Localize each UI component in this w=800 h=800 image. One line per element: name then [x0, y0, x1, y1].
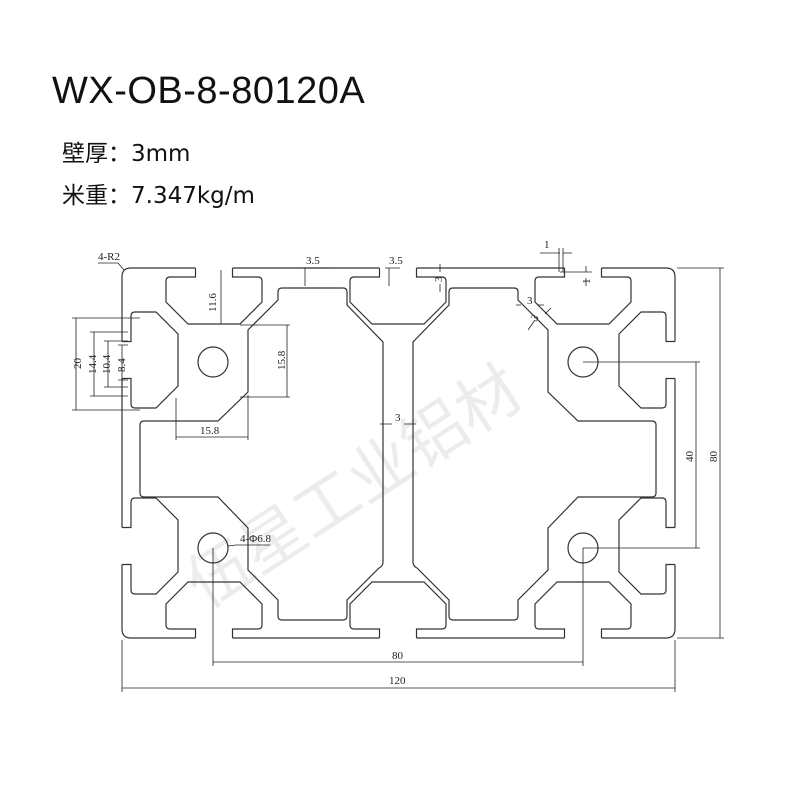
dim-gap-1a: 1 [544, 239, 550, 251]
dim-wall-3b: 3 [529, 312, 542, 324]
t-slot-right-0 [618, 311, 675, 409]
t-slot-top-1 [349, 268, 447, 325]
dim-lip-b: 3.5 [389, 255, 403, 267]
dim-block-width: 15.8 [200, 425, 220, 437]
product-title: WX-OB-8-80120A [52, 70, 366, 112]
dimension-lines [72, 248, 724, 692]
dim-height: 80 [708, 451, 720, 463]
weight-per-meter: 米重：7.347kg/m [62, 183, 255, 209]
dim-holes: 4-Φ6.8 [240, 533, 271, 545]
dim-block-height: 15.8 [276, 350, 288, 370]
t-slot-bottom-1 [349, 581, 447, 638]
t-slot-top-2 [534, 268, 632, 325]
dim-lip-3: 3 [433, 276, 445, 282]
dim-slot-10-4: 10.4 [101, 354, 113, 374]
t-slot-right-1 [618, 497, 675, 595]
dim-gap-1b: 1 [581, 279, 593, 285]
dim-hole-spacing-h: 80 [392, 650, 404, 662]
cavity-left [139, 287, 384, 621]
watermark: 伍星工业铝材 [173, 352, 535, 623]
profile-outline [121, 267, 676, 639]
wall-thickness: 壁厚：3mm [62, 141, 191, 167]
dim-slot-8-4: 8.4 [116, 358, 128, 372]
dim-web: 3 [395, 412, 401, 424]
t-slot-left-1 [122, 497, 179, 595]
dim-width: 120 [389, 675, 406, 687]
dimension-labels: 4-R2 3.5 3.5 1 1 3 3 3 11.6 15.8 15.8 20… [72, 239, 720, 687]
dim-hole-spacing-v: 40 [684, 451, 696, 463]
dim-slot-depth: 11.6 [207, 293, 219, 312]
t-slot-left-0 [122, 311, 179, 409]
dim-slot-14-4: 14.4 [87, 354, 99, 374]
dim-lip-a: 3.5 [306, 255, 320, 267]
t-slot-bottom-0 [165, 581, 263, 638]
cavities [139, 287, 657, 621]
dim-corner-radius: 4-R2 [98, 251, 120, 263]
dim-slot-20: 20 [72, 358, 84, 370]
dim-wall-3a: 3 [527, 295, 533, 307]
hole-top-left [197, 346, 229, 378]
t-slot-top-0 [165, 268, 263, 325]
